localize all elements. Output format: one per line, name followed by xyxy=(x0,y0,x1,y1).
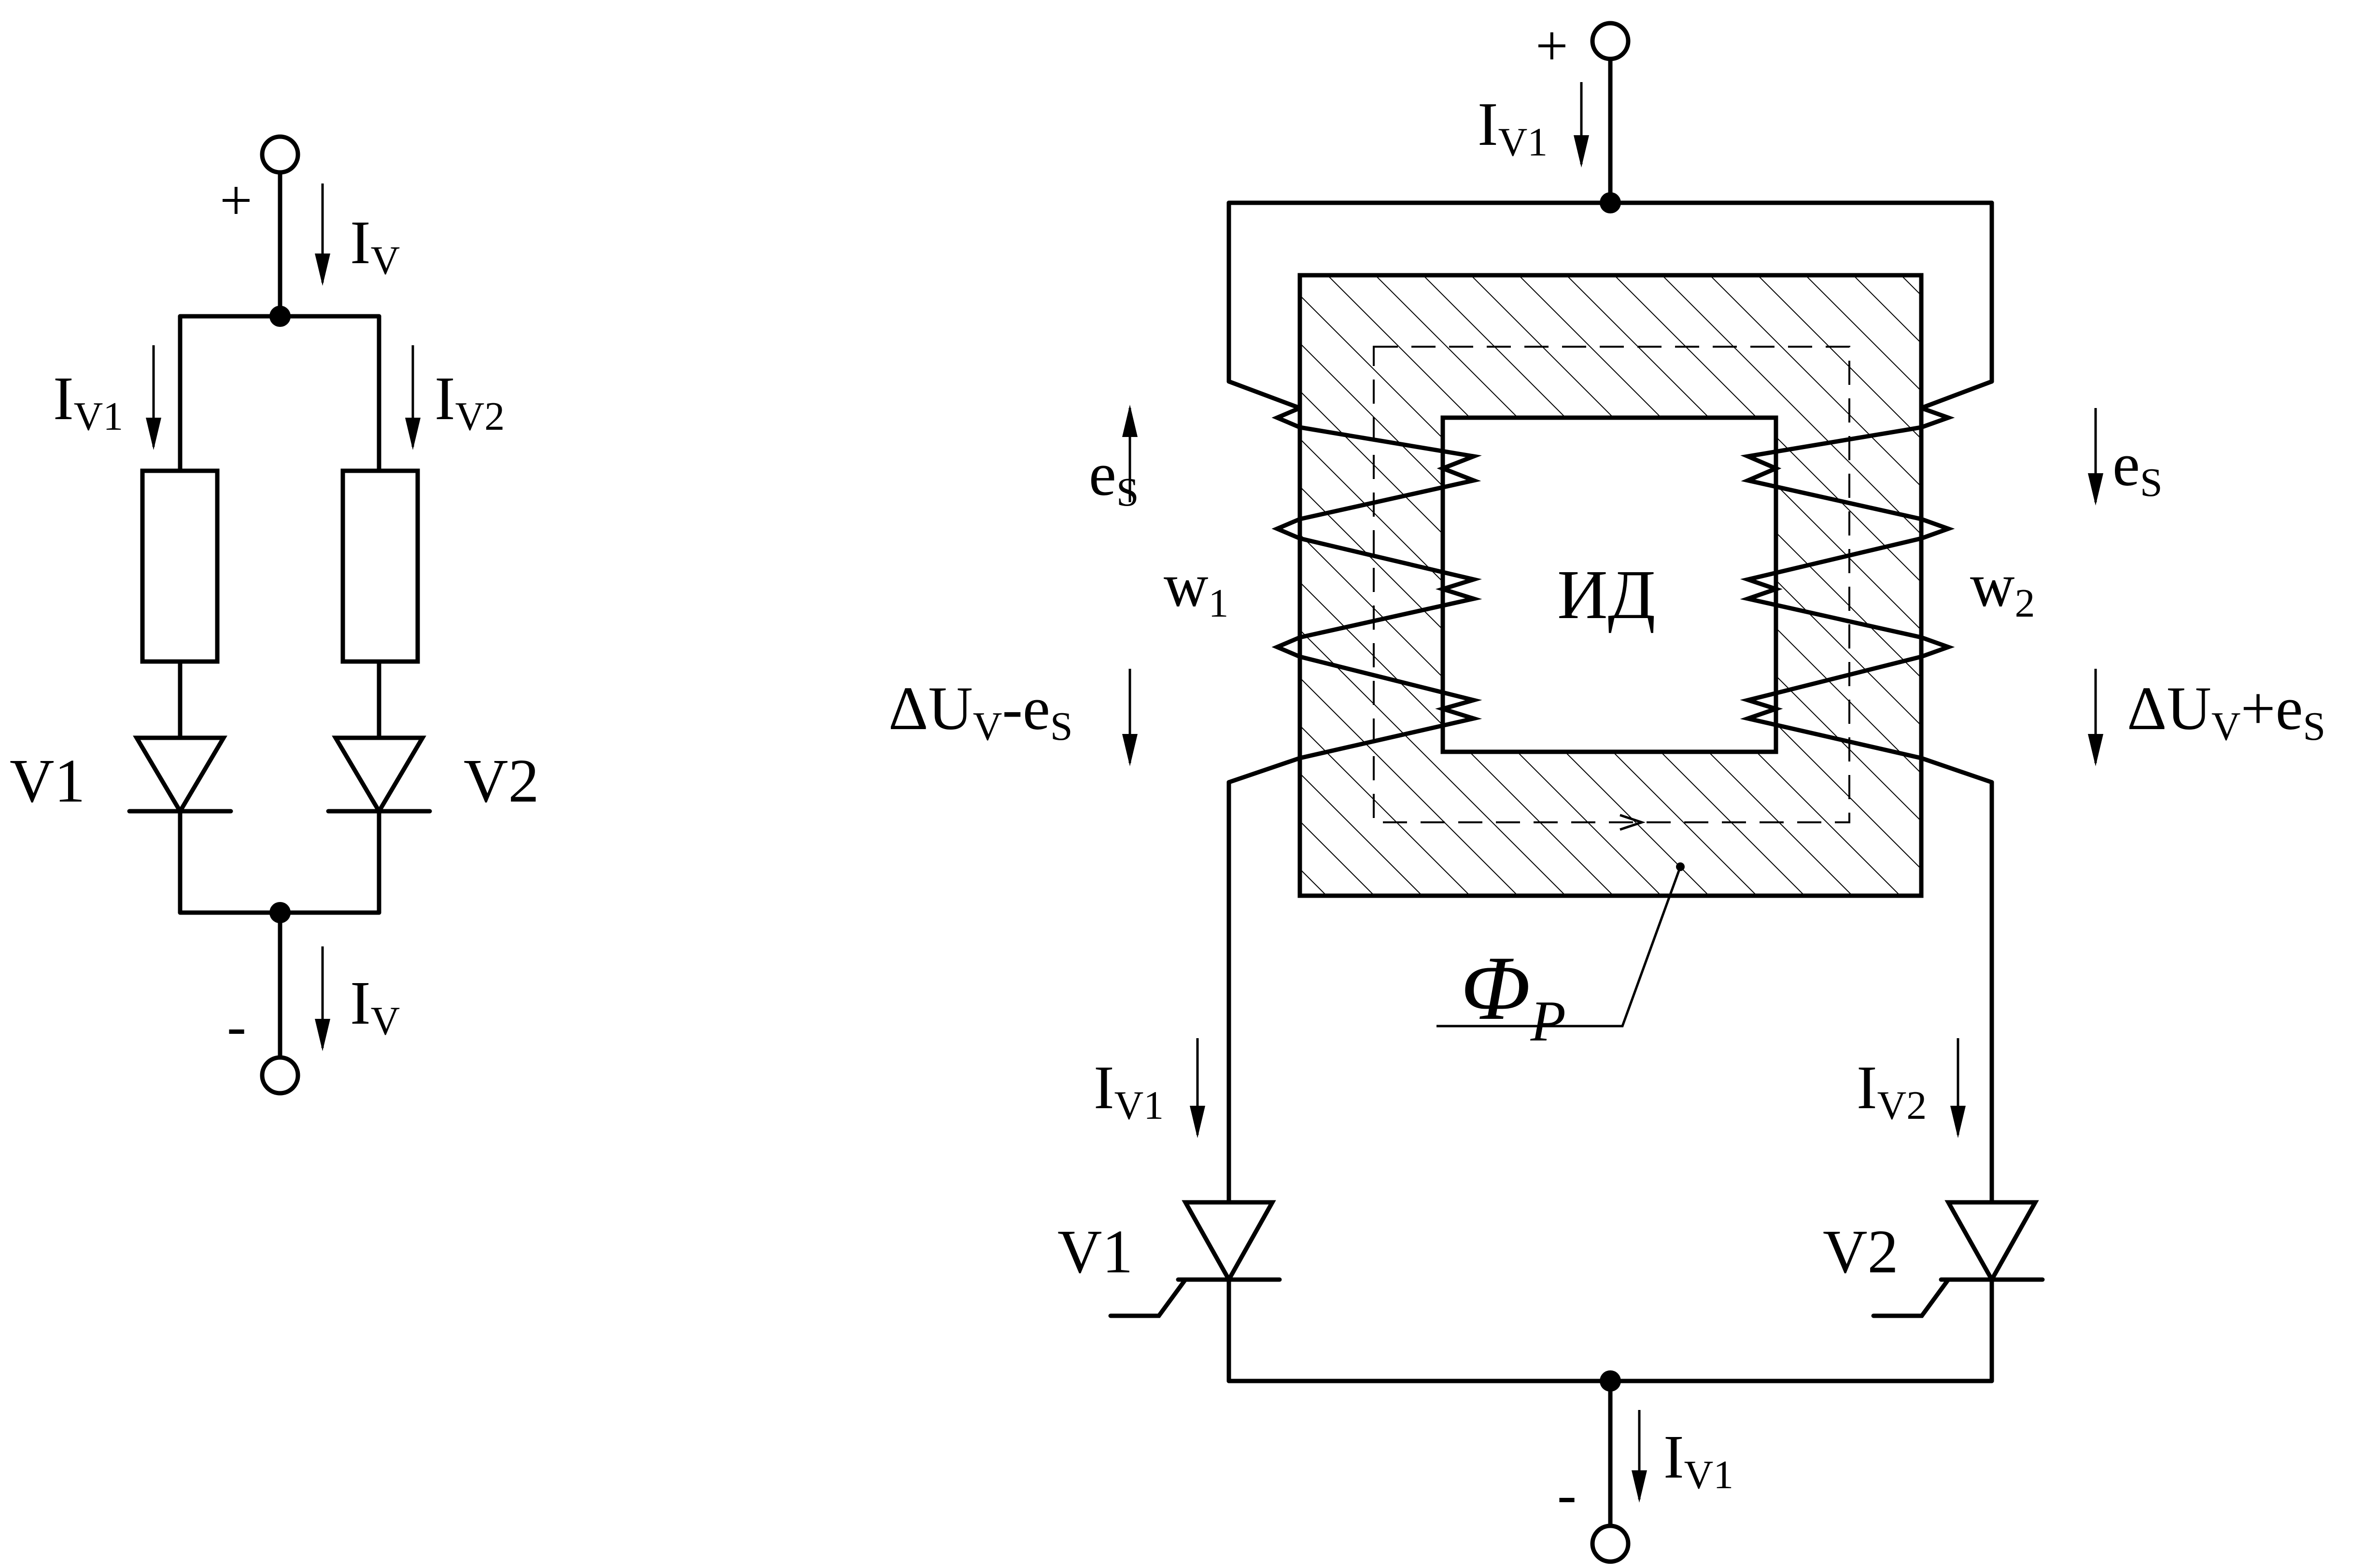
wire xyxy=(1226,379,1302,410)
arrow-iv1-bottom xyxy=(1632,1410,1647,1503)
thyristor-v2 xyxy=(1871,1200,2045,1318)
arrow-iv1-top xyxy=(1574,82,1589,168)
arrow-es-right xyxy=(2088,408,2103,506)
label-iv1-bottom: IV1 xyxy=(1663,1423,1733,1497)
arrow-du-left xyxy=(1122,669,1138,766)
label-iv2: IV2 xyxy=(435,364,505,439)
label-iv1-left: IV1 xyxy=(1094,1053,1164,1128)
label-du-right: ΔUV+eS xyxy=(2127,674,2325,749)
arrow-iv1 xyxy=(146,345,161,450)
minus-sign: - xyxy=(1557,1462,1577,1526)
winding-w2 xyxy=(1740,406,1994,785)
thyristor-v1 xyxy=(1108,1200,1282,1318)
negative-terminal xyxy=(260,1055,300,1096)
label-v1: V1 xyxy=(10,747,85,815)
diode-v1 xyxy=(127,735,233,816)
arrow-du-right xyxy=(2088,669,2103,766)
label-w1: w1 xyxy=(1164,551,1228,626)
flux-leader xyxy=(1436,862,1685,1028)
label-iv2-right: IV2 xyxy=(1857,1053,1927,1128)
minus-sign: - xyxy=(227,994,246,1058)
label-iv-bottom: IV xyxy=(350,969,400,1043)
arrow-iv-top xyxy=(315,183,330,286)
diode-v2 xyxy=(326,735,432,816)
resistor-right xyxy=(340,468,420,664)
left-circuit: + - IV IV1 IV2 IV V1 V2 xyxy=(10,134,539,1096)
winding-w1 xyxy=(1226,406,1482,785)
label-v1: V1 xyxy=(1057,1217,1133,1286)
arrow-iv-bottom xyxy=(315,946,330,1051)
flux-path xyxy=(1373,346,1850,831)
plus-sign: + xyxy=(1535,14,1568,78)
label-du-left: ΔUV-eS xyxy=(888,674,1073,749)
negative-terminal xyxy=(1590,1523,1631,1564)
label-es-left: eS xyxy=(1089,440,1139,515)
arrow-iv2 xyxy=(405,345,421,450)
label-flux: ΦP xyxy=(1461,938,1566,1053)
positive-terminal xyxy=(260,134,300,175)
label-iv1: IV1 xyxy=(53,364,123,439)
label-iv1-top: IV1 xyxy=(1478,90,1548,165)
wire xyxy=(1919,379,1994,410)
label-v2: V2 xyxy=(464,747,539,815)
positive-terminal xyxy=(1590,21,1631,61)
label-es-right: eS xyxy=(2112,430,2163,505)
arrow-es-left xyxy=(1122,405,1138,502)
plus-sign: + xyxy=(220,168,253,232)
arrow-iv1-left xyxy=(1190,1038,1205,1138)
magnetic-core xyxy=(1297,273,1924,898)
label-v2: V2 xyxy=(1823,1217,1898,1286)
arrow-iv2-right xyxy=(1950,1038,1966,1138)
resistor-left xyxy=(140,468,220,664)
label-core: ИД xyxy=(1557,556,1656,634)
right-circuit: + - IV1 eS eS w1 w2 ΔUV-eS ΔUV+eS ИД ΦP … xyxy=(888,14,2325,1564)
label-iv-top: IV xyxy=(350,208,400,283)
label-w2: w2 xyxy=(1970,551,2035,626)
